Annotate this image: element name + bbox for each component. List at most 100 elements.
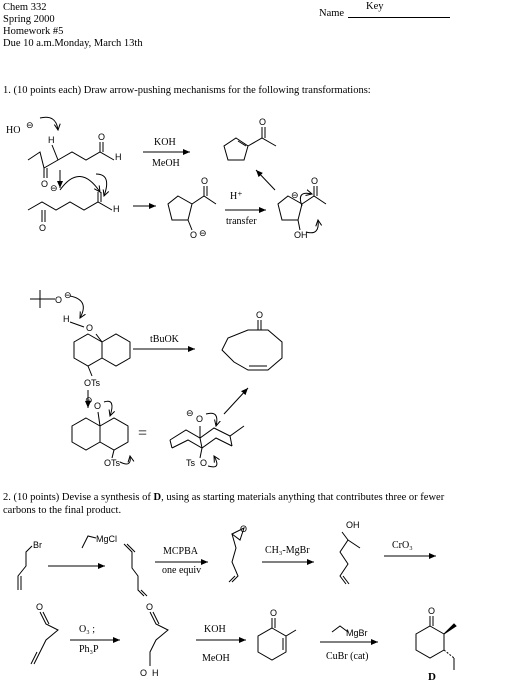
chair-tosylate-oxygen: O [200,458,207,468]
question-2-prompt-line2: carbons to the final product. [3,505,122,516]
hexadiene [123,543,145,597]
methyl-wedge [443,623,457,635]
alkoxide-oxygen: O [190,230,197,240]
product-label: D [428,671,436,683]
fragmentation-arrow [223,387,249,415]
hydroxy-ketone-ring [277,195,303,221]
tosylate-label: OTs [104,458,121,468]
aldehyde-hydrogen: H [115,152,122,162]
reagent-tbuok: tBuOK [150,334,180,345]
ketone-oxygen: O [256,310,263,320]
curved-arrow-icon [205,412,217,426]
enolate-aldehyde-h: H [113,204,120,214]
decalin-ring-left [73,333,103,367]
negative-charge-icon: ⊖ [26,120,34,130]
proton-label: H [48,135,55,145]
enone-oxygen: O [270,608,277,618]
bromide-label: Br [33,540,42,550]
hydroxyl-label: OH [346,520,360,530]
tert-butoxide-oxygen: O [55,295,62,305]
hydroxyl-h: H [63,314,70,324]
alkoxide-ring-right [99,417,129,451]
carbanion-charge-icon: ⊖ [50,183,58,193]
course-title: Chem 332 [3,2,47,13]
keto-oxygen: O [146,602,153,612]
curved-arrow-icon [207,456,217,468]
proton-label: H⁺ [230,191,243,202]
ethyl-hash [443,649,455,659]
reagent-ozone: O₃ ; [79,624,95,635]
reaction-1a: HO ⊖ O H O H KOH MeOH O O ⊖ [6,116,327,240]
ketone-oxygen: O [36,602,43,612]
equals-sign: = [138,425,147,442]
curved-arrow-icon [69,295,83,318]
enolate-chain [27,201,113,211]
epoxide-oxygen: O [240,524,247,534]
grignard-label: MgCl [96,534,117,544]
cyclohexenone-ring [257,627,287,661]
synthesis-scheme: Br MgCl MCPBA one equiv O CH₃-MgBr OH Cr… [17,520,457,683]
question-2-prompt-line1: 2. (10 points) Devise a synthesis of D, … [3,492,445,503]
alkoxide-ring-left [71,417,101,451]
chair-oxygen: O [196,414,203,424]
hydroxyl-o: O [86,323,93,333]
reaction-1b: O ⊖ H O OTs tBuOK O O ⊖ OTs = [30,290,283,468]
aldehyde-hydrogen: H [152,668,159,678]
product-d-ring [415,625,445,659]
enolate-charge-icon: ⊖ [291,190,299,200]
question-1-prompt: 1. (10 points each) Draw arrow-pushing m… [3,85,371,96]
reagent-ph3p: Ph₃P [79,644,99,655]
alkoxide-ring [167,195,193,221]
hydroxide-label: HO [6,125,20,136]
reagent-meoh: MeOH [152,158,180,169]
reagent-equiv: one equiv [162,565,201,576]
alkoxide-charge-icon: ⊖ [199,228,207,238]
reagent-cubr: CuBr (cat) [326,651,369,662]
product-oxygen: O [428,606,435,616]
due-date: Due 10 a.m.Monday, March 13th [3,38,143,49]
reagent-cro3: CrO₃ [392,540,413,551]
reagent-methylmagnesium: CH₃-MgBr [265,545,310,556]
heptenone [33,611,59,665]
alkoxide-charge-icon: ⊖ [85,395,93,405]
curved-arrow-icon [103,400,112,416]
curved-arrow-icon [95,173,107,196]
curved-arrow-icon [119,456,130,465]
hydroxy-ketone-oxygen: O [311,176,318,186]
alkoxide-oxygen: O [94,401,101,411]
cyclopentene-ring [223,137,249,161]
oxygen-label: O [41,179,48,189]
name-line [348,17,450,18]
epoxide-ring [231,527,245,541]
ethylmagnesium-bromide [331,625,349,633]
hydroxyl-label: OH [294,230,308,240]
name-value: Key [366,1,384,12]
decalin-ring-right [101,333,131,367]
curved-arrow-icon [299,193,312,207]
heptenol [339,531,349,585]
reagent-koh: KOH [204,624,226,635]
name-label: Name [319,8,345,19]
cuprate-reagent: MgBr [346,628,368,638]
chair-tosylate: Ts [186,458,196,468]
reagent-meoh: MeOH [202,653,230,664]
tosylate-label: OTs [84,378,101,388]
curved-arrow-icon [59,176,100,192]
reagent-mcpba: MCPBA [163,546,199,557]
elimination-arrow [255,169,276,191]
reagent-koh: KOH [154,137,176,148]
ketone-oxygen: O [259,117,266,127]
aldehyde-oxygen: O [140,668,147,678]
assignment-title: Homework #5 [3,26,64,37]
alkoxide-charge-icon: ⊖ [64,290,72,300]
c-h-bond [51,144,59,161]
chair-upper [169,425,245,441]
term: Spring 2000 [3,14,55,25]
enolate-oxygen: O [39,223,46,233]
ethylmagnesium-chloride [81,535,97,549]
alkoxide-ketone-oxygen: O [201,176,208,186]
curved-arrow-icon [39,116,58,130]
chain-bond [27,151,115,169]
transfer-label: transfer [226,216,257,227]
acetyl-bond [247,137,277,147]
